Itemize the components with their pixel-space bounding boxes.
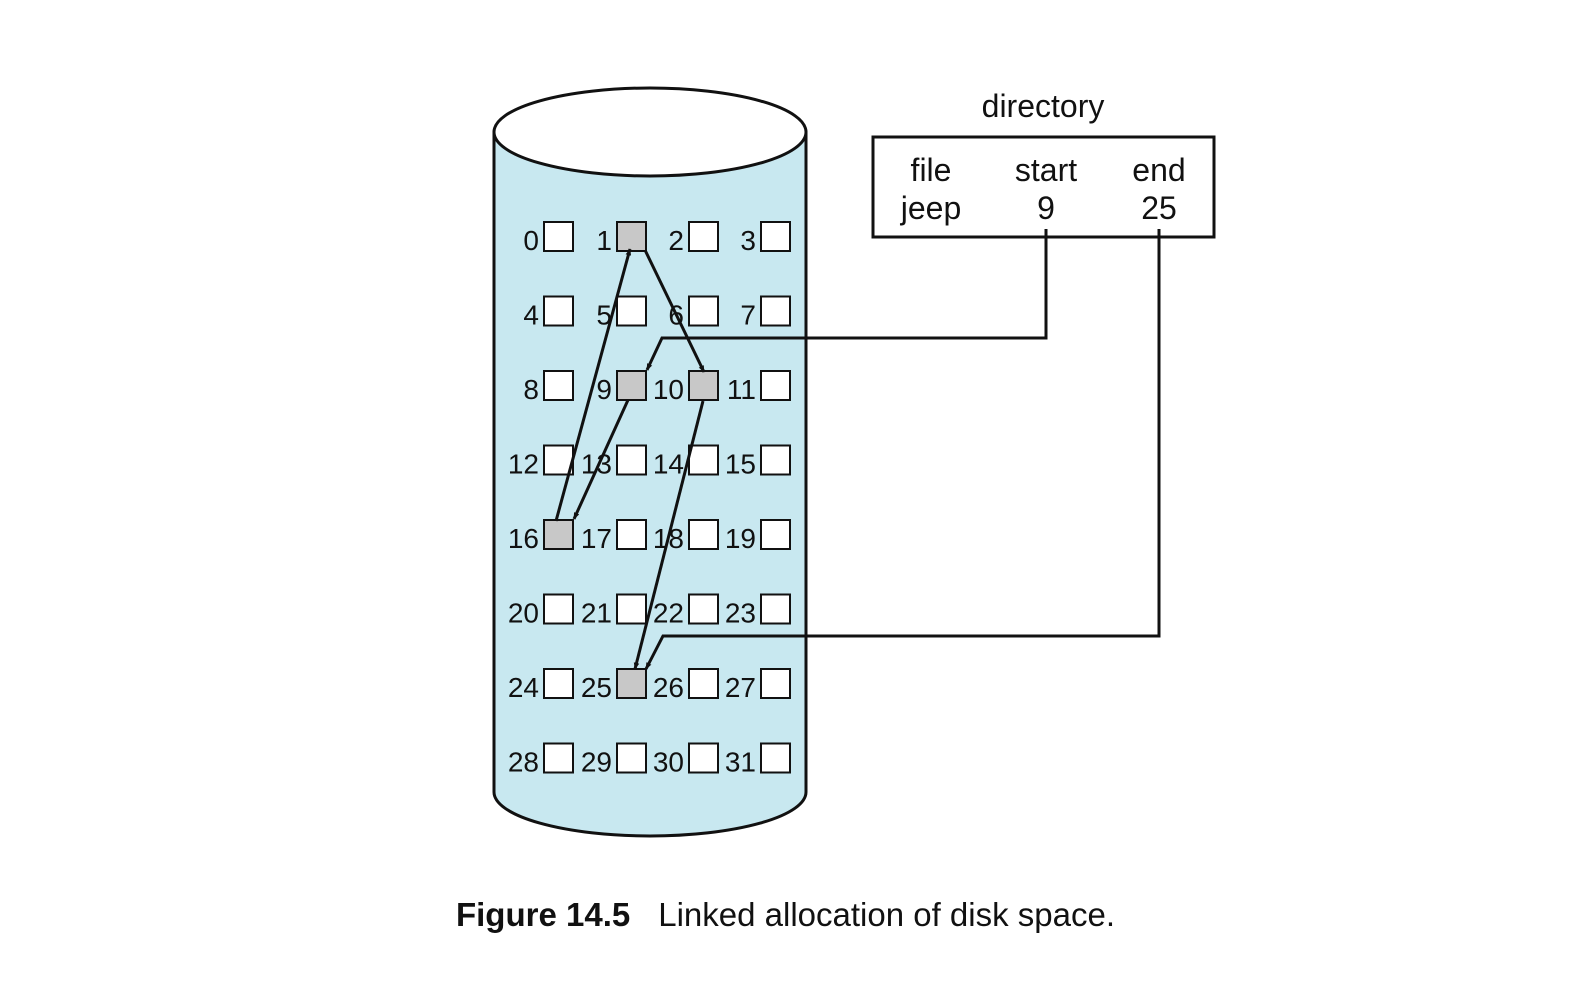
figure-number: Figure 14.5	[455, 896, 631, 933]
block-label-17: 17	[581, 523, 612, 554]
block-22	[688, 593, 719, 625]
block-label-21: 21	[581, 598, 612, 629]
block-14	[688, 444, 719, 476]
start-pointer	[645, 229, 1048, 371]
block-21	[616, 593, 647, 625]
block-27	[760, 668, 791, 699]
directory-header-end: end	[1132, 152, 1185, 188]
figure-caption: Figure 14.5 Linked allocation of disk spa…	[0, 896, 1571, 934]
block-11	[760, 370, 791, 401]
block-17	[616, 519, 647, 550]
block-label-28: 28	[508, 747, 539, 778]
block-6	[688, 295, 719, 327]
block-label-29: 29	[581, 747, 612, 778]
block-label-15: 15	[725, 449, 756, 480]
block-label-5: 5	[596, 300, 612, 331]
disk-blocks: 0123456789101112131415161718192021222324…	[508, 221, 791, 778]
block-5	[616, 295, 647, 327]
directory: directory file start end jeep 9 25	[871, 88, 1216, 239]
block-18	[688, 519, 719, 550]
block-label-3: 3	[740, 225, 756, 256]
block-label-10: 10	[653, 374, 684, 405]
block-label-19: 19	[725, 523, 756, 554]
block-28	[543, 742, 574, 774]
block-label-23: 23	[725, 598, 756, 629]
directory-end-value: 25	[1141, 190, 1177, 226]
disk-top	[492, 86, 808, 178]
block-10	[688, 370, 719, 401]
directory-table	[871, 135, 1216, 239]
block-label-31: 31	[725, 747, 756, 778]
block-links	[554, 248, 706, 670]
block-label-16: 16	[508, 523, 539, 554]
block-8	[543, 370, 574, 401]
link-16-1	[554, 248, 632, 522]
block-13	[616, 444, 647, 476]
disk-cylinder	[492, 86, 808, 838]
block-label-20: 20	[508, 598, 539, 629]
block-20	[543, 593, 574, 625]
link-1-10	[643, 249, 706, 373]
link-9-16	[572, 399, 630, 520]
directory-header-start: start	[1015, 152, 1077, 188]
block-label-26: 26	[653, 672, 684, 703]
block-31	[760, 742, 791, 774]
directory-title: directory	[982, 88, 1105, 124]
directory-pointers	[644, 229, 1161, 670]
link-10-25	[633, 400, 705, 670]
block-2	[688, 221, 719, 252]
end-pointer	[644, 229, 1161, 670]
block-label-4: 4	[523, 300, 539, 331]
block-label-0: 0	[523, 225, 539, 256]
block-0	[543, 221, 574, 252]
block-23	[760, 593, 791, 625]
block-label-2: 2	[668, 225, 684, 256]
block-16	[543, 519, 574, 550]
block-9	[616, 370, 647, 401]
block-label-25: 25	[581, 672, 612, 703]
block-label-27: 27	[725, 672, 756, 703]
block-3	[760, 221, 791, 252]
block-25	[616, 668, 647, 699]
block-label-30: 30	[653, 747, 684, 778]
block-1	[616, 221, 647, 252]
block-4	[543, 295, 574, 327]
block-label-9: 9	[596, 374, 612, 405]
block-30	[688, 742, 719, 774]
block-7	[760, 295, 791, 327]
block-26	[688, 668, 719, 699]
directory-file-name: jeep	[900, 190, 962, 226]
block-29	[616, 742, 647, 774]
block-label-12: 12	[508, 449, 539, 480]
block-label-7: 7	[740, 300, 756, 331]
block-label-22: 22	[653, 598, 684, 629]
figure-caption-text: Linked allocation of disk space.	[658, 896, 1115, 933]
block-label-8: 8	[523, 374, 539, 405]
block-15	[760, 444, 791, 476]
directory-start-value: 9	[1037, 190, 1055, 226]
block-label-11: 11	[727, 374, 756, 405]
block-label-24: 24	[508, 672, 539, 703]
block-label-1: 1	[596, 225, 612, 256]
block-19	[760, 519, 791, 550]
directory-header-file: file	[911, 152, 952, 188]
block-label-13: 13	[581, 449, 612, 480]
disk-body	[492, 130, 808, 838]
block-24	[543, 668, 574, 699]
block-label-14: 14	[653, 449, 684, 480]
